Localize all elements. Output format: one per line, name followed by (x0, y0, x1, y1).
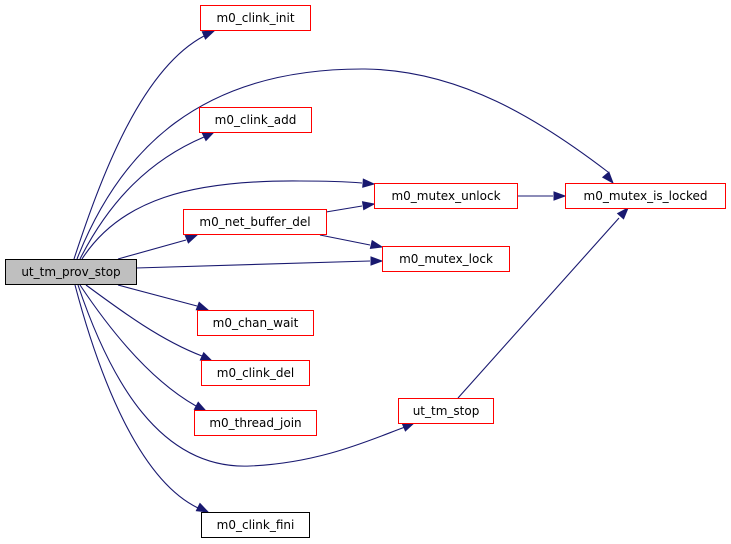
edge-line (74, 284, 199, 509)
node-box (565, 183, 726, 209)
node-box (374, 183, 518, 209)
edge-line (81, 180, 363, 260)
arrowhead-icon (362, 178, 376, 188)
edge-ut-tm-prov-stop-to-m0-net-buffer-del (117, 234, 199, 260)
arrowhead-icon (201, 30, 216, 40)
node-label: m0_mutex_is_locked (584, 189, 708, 203)
node-box (199, 107, 312, 133)
node-label: m0_clink_add (215, 113, 297, 127)
edge-ut-tm-prov-stop-to-m0-clink-init (73, 30, 216, 260)
edge-ut-tm-prov-stop-to-m0-chan-wait (117, 284, 210, 311)
node-m0-chan-wait[interactable]: m0_chan_wait (197, 310, 314, 336)
node-m0-mutex-unlock[interactable]: m0_mutex_unlock (374, 183, 518, 209)
arrowhead-icon (184, 234, 199, 244)
node-box (201, 360, 310, 386)
node-box (200, 5, 311, 31)
edge-ut-tm-stop-to-m0-mutex-is-locked (457, 206, 629, 399)
node-m0-mutex-lock[interactable]: m0_mutex_lock (382, 246, 510, 272)
arrowhead-icon (193, 401, 208, 412)
node-label: m0_net_buffer_del (199, 215, 310, 229)
nodes-layer: ut_tm_prov_stop m0_clink_init m0_clink_a… (5, 5, 726, 538)
node-box (201, 512, 310, 538)
edge-m0-net-buffer-del-to-m0-mutex-lock (319, 234, 384, 250)
node-label: ut_tm_prov_stop (21, 265, 120, 279)
node-box (194, 410, 317, 436)
edge-line (73, 35, 205, 260)
node-m0-net-buffer-del[interactable]: m0_net_buffer_del (183, 209, 327, 235)
arrowhead-icon (201, 131, 216, 142)
edge-line (77, 284, 406, 467)
edge-ut-tm-prov-stop-to-m0-mutex-lock (135, 256, 384, 269)
node-ut-tm-prov-stop[interactable]: ut_tm_prov_stop (5, 259, 137, 285)
edge-line (85, 284, 203, 357)
edge-line (457, 217, 620, 399)
edge-ut-tm-prov-stop-to-m0-clink-del (85, 284, 214, 362)
node-m0-mutex-is-locked[interactable]: m0_mutex_is_locked (565, 183, 726, 209)
node-label: m0_mutex_lock (399, 252, 493, 266)
node-box (382, 246, 510, 272)
node-m0-clink-del[interactable]: m0_clink_del (201, 360, 310, 386)
node-m0-clink-fini[interactable]: m0_clink_fini (201, 512, 310, 538)
node-label: m0_clink_del (217, 366, 294, 380)
edge-line (325, 205, 363, 213)
arrowhead-icon (370, 256, 384, 266)
node-m0-thread-join[interactable]: m0_thread_join (194, 410, 317, 436)
edge-ut-tm-prov-stop-to-m0-mutex-unlock (81, 178, 376, 260)
node-m0-clink-init[interactable]: m0_clink_init (200, 5, 311, 31)
arrowhead-icon (361, 201, 376, 211)
edge-line (76, 68, 609, 260)
edges-layer (73, 30, 629, 513)
node-label: m0_mutex_unlock (391, 189, 500, 203)
node-box (197, 310, 314, 336)
node-box (398, 398, 494, 424)
node-label: m0_chan_wait (213, 316, 299, 330)
node-label: m0_clink_init (216, 11, 294, 25)
node-label: m0_thread_join (209, 416, 301, 430)
edge-line (117, 284, 198, 307)
arrowhead-icon (195, 301, 210, 311)
edge-line (135, 260, 371, 269)
arrowhead-icon (195, 502, 210, 513)
edge-line (319, 234, 371, 246)
node-label: m0_clink_fini (217, 518, 295, 532)
edge-m0-mutex-unlock-to-m0-mutex-is-locked (517, 191, 567, 201)
edge-ut-tm-prov-stop-to-m0-clink-fini (74, 284, 210, 513)
edge-ut-tm-prov-stop-to-m0-mutex-is-locked (76, 68, 614, 260)
edge-line (79, 136, 205, 260)
edge-m0-net-buffer-del-to-m0-mutex-unlock (325, 201, 376, 213)
edge-line (79, 284, 197, 407)
arrowhead-icon (616, 206, 629, 220)
node-m0-clink-add[interactable]: m0_clink_add (199, 107, 312, 133)
edge-line (117, 239, 187, 260)
node-box (5, 259, 137, 285)
node-box (183, 209, 327, 235)
node-ut-tm-stop[interactable]: ut_tm_stop (398, 398, 494, 424)
node-label: ut_tm_stop (413, 404, 480, 418)
arrowhead-icon (401, 422, 416, 432)
edge-ut-tm-prov-stop-to-m0-clink-add (79, 131, 216, 260)
arrowhead-icon (601, 171, 614, 185)
arrowhead-icon (553, 191, 567, 201)
arrowhead-icon (369, 239, 384, 250)
arrowhead-icon (199, 351, 214, 362)
